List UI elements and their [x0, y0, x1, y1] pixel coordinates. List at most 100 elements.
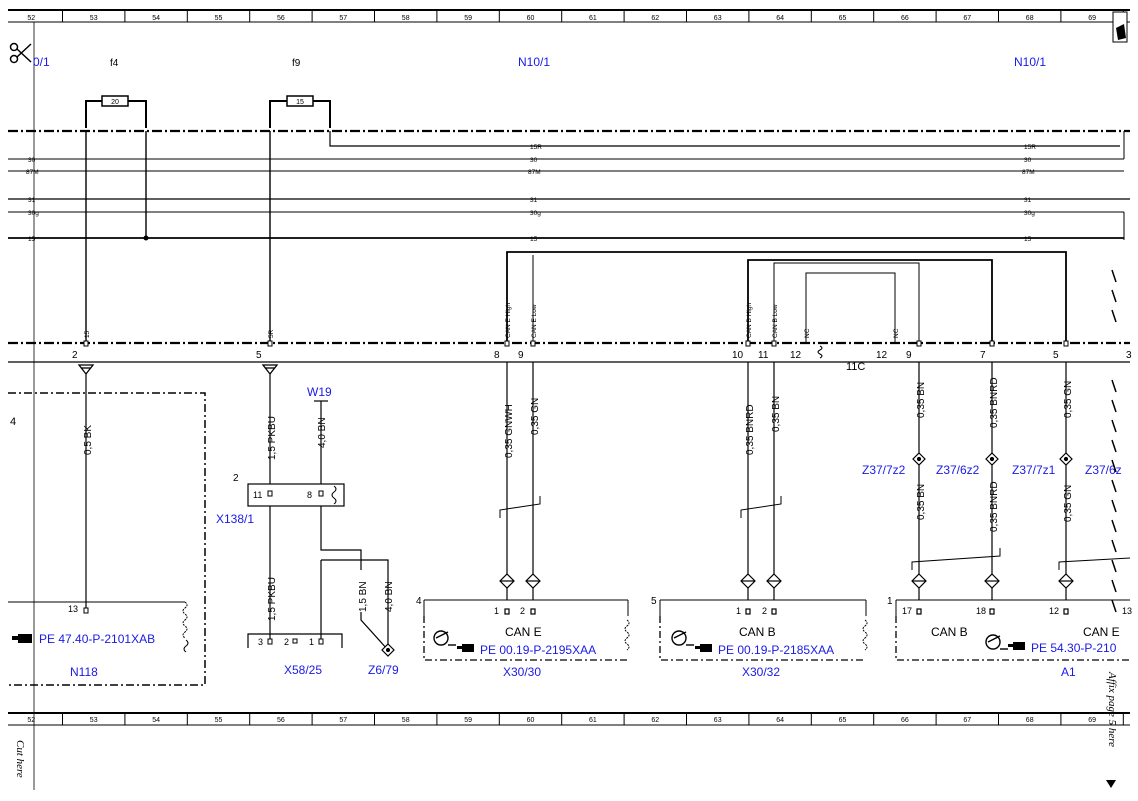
page-tab-icon — [1112, 11, 1128, 43]
wire-tag-labels: 15 5R CAN E High CAN E Low CAN B High CA… — [84, 303, 900, 338]
z37-6z2-link[interactable]: Z37/6z2 — [936, 463, 980, 477]
bus-15-label-right: 15 — [1024, 236, 1032, 243]
z37-6z-link[interactable]: Z37/6z — [1085, 463, 1122, 477]
wire-0-35-gn-2: 0,35 GN — [1063, 381, 1074, 418]
n118-pin-13: 13 — [68, 604, 78, 614]
a1-pin-17: 17 — [902, 606, 912, 616]
tag-5r: 5R — [268, 329, 275, 338]
ruler-column-label: 60 — [527, 717, 535, 724]
x30-32-pin-1: 1 — [736, 606, 741, 616]
n118-link[interactable]: N118 — [70, 665, 98, 679]
a1-pin-13: 13 — [1122, 606, 1132, 616]
ruler-column-label: 57 — [339, 15, 347, 22]
z37-7z2-link[interactable]: Z37/7z2 — [862, 463, 906, 477]
scissors-icon[interactable] — [9, 42, 32, 64]
bus-15r-label: 15R — [530, 144, 542, 151]
fuse-f4 — [85, 95, 147, 128]
ruler-column-label: 52 — [27, 717, 35, 724]
x30-30-reference-link[interactable]: PE 00.19-P-2195XAA — [480, 643, 596, 657]
wire-1-5-bn: 1,5 BN — [358, 581, 369, 612]
section-4-left-label: 4 — [10, 416, 16, 428]
n118-reference-link[interactable]: PE 47.40-P-2101XAB — [39, 632, 155, 646]
z6-79-splice-icon — [381, 643, 395, 657]
down-arrow-icon — [1106, 780, 1116, 788]
connector-11c-label: 11C — [846, 361, 865, 373]
ruler-column-label: 52 — [27, 15, 35, 22]
x30-32-reference-link[interactable]: PE 00.19-P-2185XAA — [718, 643, 834, 657]
ground-symbols — [77, 364, 279, 376]
ruler-column-label: 65 — [839, 717, 847, 724]
x30-32-connector-icons — [740, 573, 782, 615]
a1-link[interactable]: A1 — [1061, 665, 1076, 679]
x30-30-connector-icons — [499, 573, 541, 615]
n10-1-left-link[interactable]: N10/1 — [518, 55, 550, 69]
w19-link[interactable]: W19 — [307, 385, 332, 399]
tag-can-e-low: CAN E Low — [531, 304, 538, 338]
x138-wiring — [247, 374, 389, 651]
x30-30-can-label: CAN E — [505, 625, 542, 639]
pin-8: 8 — [494, 350, 500, 361]
bus-lines — [8, 131, 1130, 343]
connector-pin-marks — [83, 340, 1069, 359]
can-bus-wires — [506, 251, 1067, 343]
bus-15-label-left: 15 — [28, 236, 36, 243]
hand-pointer-icon — [695, 644, 712, 652]
test-probe-icon — [433, 630, 456, 646]
ruler-column-label: 57 — [339, 717, 347, 724]
tag-15: 15 — [84, 330, 91, 338]
x30-30-pin-1: 1 — [494, 606, 499, 616]
ruler-column-label: 58 — [402, 717, 410, 724]
ruler-column-label: 55 — [215, 15, 223, 22]
tag-nc-2: NC — [893, 328, 900, 338]
ruler-column-label: 66 — [901, 717, 909, 724]
ruler-column-label: 66 — [901, 15, 909, 22]
ruler-column-label: 68 — [1026, 717, 1034, 724]
pin-11: 11 — [758, 350, 769, 361]
x58-pin-2: 2 — [284, 637, 289, 647]
bus-30g-label-right: 30g — [1024, 210, 1035, 217]
pin-9b: 9 — [906, 350, 912, 361]
ruler-column-label: 59 — [464, 15, 472, 22]
scissors-ref-link[interactable]: 0/1 — [33, 55, 50, 69]
n118-pin-mark — [83, 607, 89, 614]
bus-labels: 15R 15R 30 30 30 87M 87M 87M 31 31 31 30… — [26, 144, 1036, 243]
ruler-column-label: 54 — [152, 717, 160, 724]
ruler-column-label: 67 — [963, 717, 971, 724]
x58-25-link[interactable]: X58/25 — [284, 663, 322, 677]
n10-1-right-link[interactable]: N10/1 — [1014, 55, 1046, 69]
ruler-column-label: 68 — [1026, 15, 1034, 22]
a1-reference-link[interactable]: PE 54.30-P-210 — [1031, 641, 1117, 655]
bus-87m-label-right: 87M — [1022, 169, 1035, 176]
wire-0-35-bn-3: 0,35 BN — [916, 484, 927, 520]
bus-31-label: 31 — [530, 197, 538, 204]
connector-pin-numbers: 2 5 8 9 10 11 12 12 9 7 5 3 — [72, 350, 1132, 361]
bus-31-label-left: 31 — [28, 197, 36, 204]
test-probe-icon — [671, 630, 694, 646]
x30-32-wiring — [659, 362, 868, 661]
fuse-f9-label: f9 — [292, 58, 301, 69]
a1-can-e-label: CAN E — [1083, 625, 1120, 639]
x30-30-pin-2: 2 — [520, 606, 525, 616]
x138-1-link[interactable]: X138/1 — [216, 512, 254, 526]
pin-7: 7 — [980, 350, 986, 361]
z6-79-link[interactable]: Z6/79 — [368, 663, 399, 677]
pin-12: 12 — [790, 350, 802, 361]
ruler-column-label: 69 — [1088, 717, 1096, 724]
bus-30g-label: 30g — [530, 210, 541, 217]
x30-30-link[interactable]: X30/30 — [503, 665, 541, 679]
z37-7z1-link[interactable]: Z37/7z1 — [1012, 463, 1056, 477]
wire-0-35-gn: 0,35 GN — [530, 398, 541, 435]
wire-0-5-bk: 0,5 BK — [83, 425, 94, 455]
bus-30-label-left: 30 — [28, 157, 36, 164]
bus-30-label-right: 30 — [1024, 157, 1032, 164]
wire-1-5-pkbu: 1,5 PKBU — [267, 416, 278, 460]
ruler-column-label: 53 — [90, 15, 98, 22]
x30-32-link[interactable]: X30/32 — [742, 665, 780, 679]
tag-nc-1: NC — [804, 328, 811, 338]
ruler-column-label: 65 — [839, 15, 847, 22]
x30-32-number: 5 — [651, 596, 657, 607]
cut-here-label: Cut here — [14, 740, 26, 778]
wire-0-35-bn-2: 0,35 BN — [916, 382, 927, 418]
